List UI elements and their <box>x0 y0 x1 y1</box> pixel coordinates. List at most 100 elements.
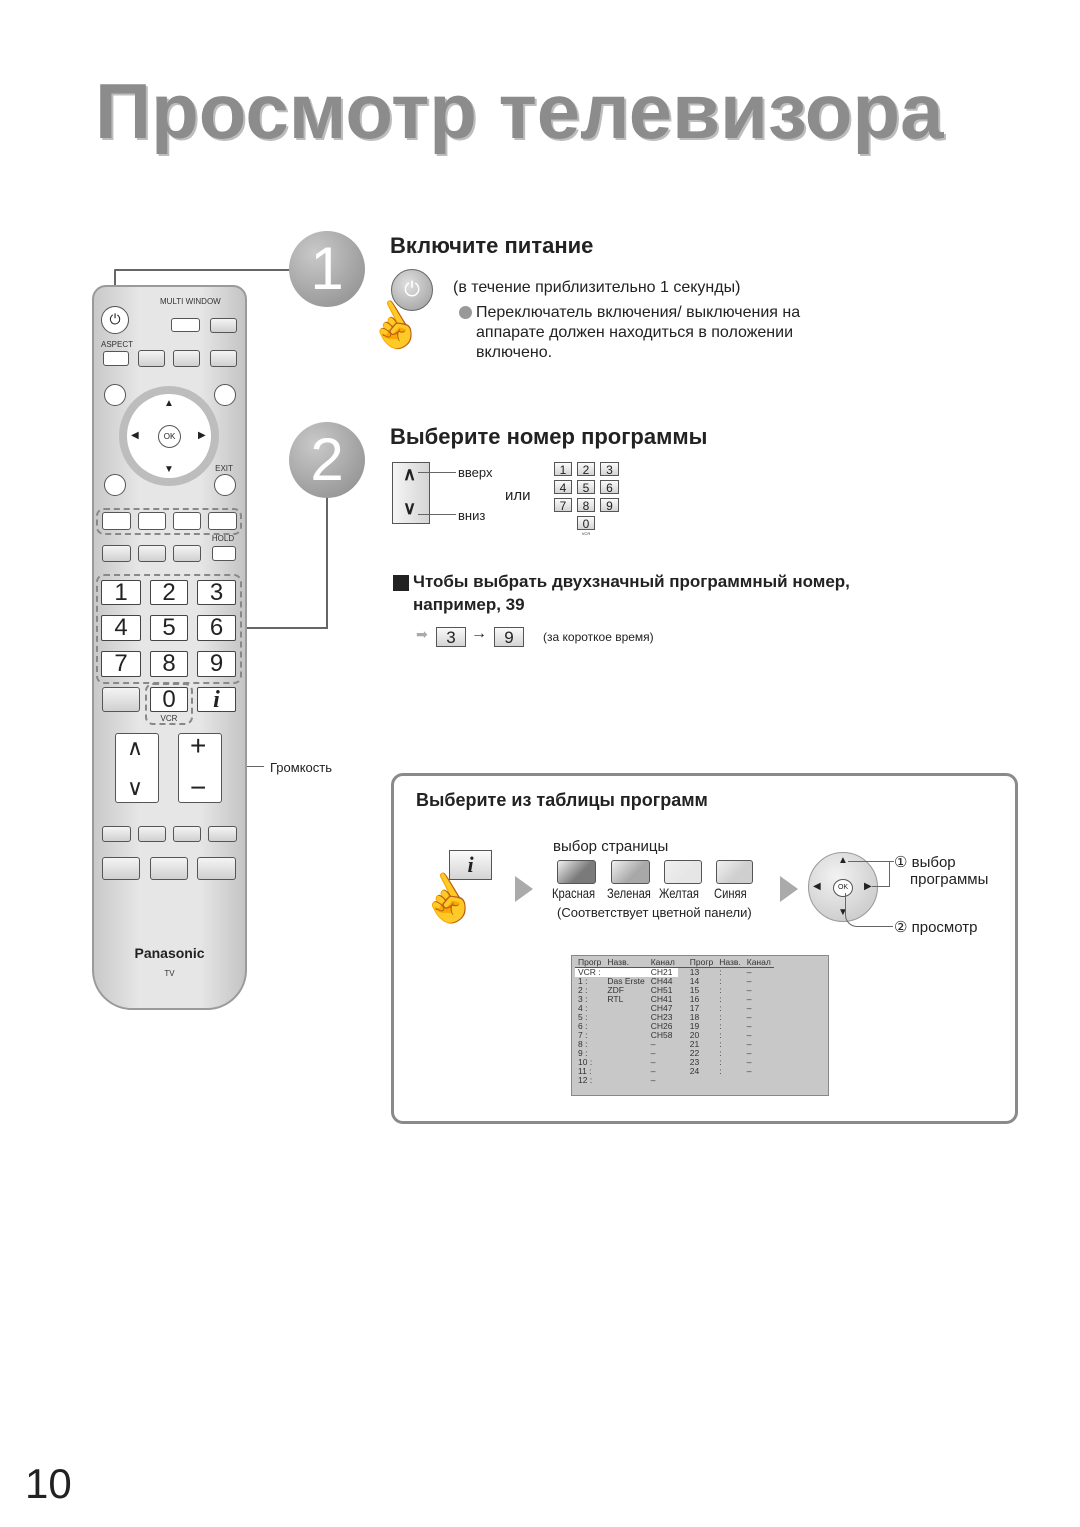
multi-window-button[interactable] <box>171 318 200 332</box>
remote-button[interactable] <box>173 350 200 367</box>
remote-button[interactable] <box>138 545 166 562</box>
yellow-button[interactable] <box>173 512 201 530</box>
exit-button[interactable] <box>214 474 236 496</box>
remote-button[interactable] <box>173 826 201 842</box>
connector-line <box>326 498 328 629</box>
table-cell: 4 : <box>578 1003 588 1013</box>
remote-button[interactable] <box>138 826 166 842</box>
table-cell <box>604 1076 647 1085</box>
table-cell: 10 : <box>578 1057 593 1067</box>
volume-down-icon[interactable]: − <box>190 772 207 803</box>
two-digit-heading: Чтобы выбрать двухзначный программный но… <box>413 572 850 591</box>
key-1[interactable]: 1 <box>101 580 141 605</box>
table-cell: : <box>719 1012 722 1022</box>
key-2[interactable]: 2 <box>150 580 188 605</box>
dpad-left-icon[interactable]: ◀ <box>131 430 139 441</box>
table-cell: – <box>746 967 752 977</box>
table-cell: CH23 <box>650 1012 673 1022</box>
key-4[interactable]: 4 <box>101 615 141 641</box>
remote-button[interactable] <box>150 857 188 880</box>
table-cell: 16 <box>689 994 700 1004</box>
table-cell: : <box>719 1039 722 1049</box>
blue-button[interactable] <box>208 512 237 530</box>
volume-rocker[interactable] <box>178 733 222 803</box>
info-button-illustration: i <box>449 850 492 880</box>
volume-up-icon[interactable]: + <box>190 730 207 761</box>
channel-rocker[interactable] <box>115 733 159 803</box>
up-label: вверх <box>458 465 493 480</box>
remote-button[interactable] <box>102 826 131 842</box>
table-cell: 2 : <box>578 985 588 995</box>
key-8[interactable]: 8 <box>150 651 188 677</box>
key-3[interactable]: 3 <box>197 580 236 605</box>
aspect-button[interactable] <box>103 351 129 366</box>
ok-button[interactable]: OK <box>158 425 181 448</box>
green-button-illustration <box>611 860 650 884</box>
remote-button[interactable] <box>197 857 236 880</box>
power-button[interactable]: ⏻ <box>101 306 129 334</box>
table-cell <box>604 1067 647 1076</box>
info-button[interactable]: i <box>197 687 236 712</box>
table-cell: – <box>746 1039 752 1049</box>
connector-line <box>418 514 456 515</box>
hold-button[interactable] <box>212 546 236 561</box>
remote-button[interactable] <box>138 350 165 367</box>
remote-button[interactable] <box>210 350 237 367</box>
table-row[interactable]: 11 :–24:– <box>575 1067 774 1076</box>
keypad-key: 0 <box>577 516 595 531</box>
table-cell: 12 : <box>578 1075 593 1085</box>
key-0[interactable]: 0 <box>150 687 188 712</box>
power-button-illustration: ⏻ <box>391 269 433 311</box>
channel-up-icon[interactable]: ∧ <box>127 735 144 760</box>
table-cell: – <box>746 1048 752 1058</box>
table-cell: 22 <box>689 1048 700 1058</box>
column-header: Канал <box>746 957 771 967</box>
remote-button[interactable] <box>102 687 140 712</box>
remote-button[interactable] <box>173 545 201 562</box>
table-cell: – <box>746 1030 752 1040</box>
red-button[interactable] <box>102 512 131 530</box>
table-cell: 21 <box>689 1039 700 1049</box>
remote-button[interactable] <box>102 857 140 880</box>
table-cell: 19 <box>689 1021 700 1031</box>
remote-round-button[interactable] <box>104 384 126 406</box>
key-6[interactable]: 6 <box>197 615 236 641</box>
remote-round-button[interactable] <box>214 384 236 406</box>
table-cell <box>604 1058 647 1067</box>
channel-down-icon[interactable]: ∨ <box>127 775 144 800</box>
arrow-right-icon <box>780 876 798 902</box>
table-cell: 9 : <box>578 1048 588 1058</box>
remote-button[interactable] <box>210 318 237 333</box>
table-cell: 24 <box>689 1066 700 1076</box>
remote-round-button[interactable] <box>104 474 126 496</box>
table-row[interactable]: 9 :–22:– <box>575 1049 774 1058</box>
green-button[interactable] <box>138 512 166 530</box>
dpad-right-icon[interactable]: ▶ <box>198 430 206 441</box>
table-row[interactable]: 12 :– <box>575 1076 774 1085</box>
table-row[interactable]: 10 :–23:– <box>575 1058 774 1067</box>
remote-button[interactable] <box>208 826 237 842</box>
key-7[interactable]: 7 <box>101 651 141 677</box>
key-9[interactable]: 9 <box>197 651 236 677</box>
table-cell: : <box>719 1003 722 1013</box>
dpad-up-icon[interactable]: ▲ <box>164 398 174 409</box>
yellow-label: Желтая <box>659 885 699 901</box>
step-1-duration: (в течение приблизительно 1 секунды) <box>453 279 741 296</box>
dpad-left-icon: ◀ <box>813 881 821 892</box>
key-5[interactable]: 5 <box>150 615 188 641</box>
remote-button[interactable] <box>102 545 131 562</box>
table-cell <box>716 1076 744 1085</box>
table-row[interactable]: 8 :–21:– <box>575 1040 774 1049</box>
table-cell: – <box>746 1012 752 1022</box>
dpad-down-icon[interactable]: ▼ <box>164 464 174 475</box>
keypad-key: 3 <box>600 462 619 477</box>
table-cell: 18 <box>689 1012 700 1022</box>
